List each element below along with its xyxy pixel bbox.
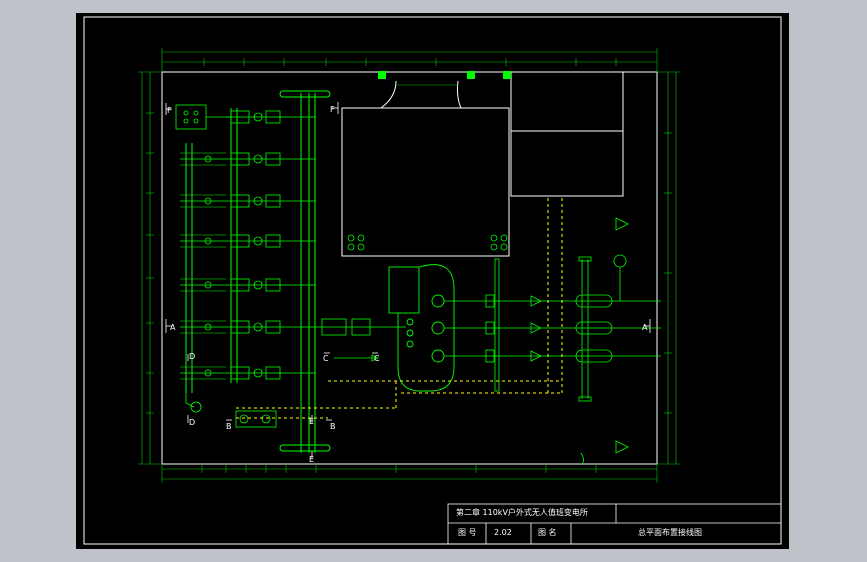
bay-4 bbox=[180, 234, 316, 248]
station-transformer bbox=[175, 104, 231, 130]
section-label-c-right: C bbox=[374, 354, 380, 363]
feeder-bays bbox=[180, 110, 406, 380]
title-block bbox=[447, 503, 782, 545]
section-label-f-right: F bbox=[330, 105, 335, 114]
section-label-b-left: B bbox=[226, 422, 232, 431]
title-block-drawing-no-label: 图 号 bbox=[458, 528, 477, 537]
main-transformer bbox=[388, 264, 455, 392]
title-block-drawing-no: 2.02 bbox=[494, 528, 512, 537]
bay-2 bbox=[180, 152, 316, 166]
bay-7 bbox=[180, 366, 316, 380]
title-block-drawing-name-label: 图 名 bbox=[538, 528, 557, 537]
bottom-apparatus bbox=[185, 393, 277, 428]
section-markers bbox=[165, 102, 651, 459]
section-label-e-top: E bbox=[309, 417, 314, 426]
section-label-b-right: B bbox=[330, 422, 336, 431]
drawing-sheet: F F A A D D C C B B E E 第二章 110kV户外式无人值班… bbox=[76, 13, 789, 549]
section-label-d-bottom: D bbox=[189, 418, 195, 427]
section-label-a-right: A bbox=[642, 323, 648, 332]
section-label-f-left: F bbox=[167, 106, 172, 115]
section-marker-labels: F F A A D D C C B B E E bbox=[167, 105, 648, 464]
section-label-a-left: A bbox=[170, 323, 176, 332]
control-building bbox=[341, 71, 624, 257]
title-block-drawing-name: 总平面布置接线图 bbox=[638, 528, 702, 537]
building-markers bbox=[378, 71, 511, 79]
c-link bbox=[334, 354, 379, 362]
bay-3 bbox=[180, 194, 316, 208]
section-label-c-left: C bbox=[323, 354, 329, 363]
cad-drawing: F F A A D D C C B B E E bbox=[83, 16, 782, 545]
bay-left-ties bbox=[180, 152, 226, 380]
bay-5 bbox=[180, 278, 316, 292]
bay-6 bbox=[180, 318, 406, 336]
top-dimensions bbox=[161, 48, 658, 72]
section-label-d-top: D bbox=[189, 352, 195, 361]
bus-bars bbox=[185, 90, 331, 453]
bottom-dimensions bbox=[161, 464, 658, 483]
building-ground-symbols bbox=[347, 234, 508, 251]
outgoing-lines bbox=[444, 217, 661, 466]
left-dimensions bbox=[138, 71, 162, 465]
section-label-e-bottom: E bbox=[309, 455, 314, 464]
drawing-frame bbox=[83, 16, 782, 545]
title-block-project-title: 第二章 110kV户外式无人值班变电所 bbox=[456, 508, 588, 517]
cable-trenches bbox=[236, 198, 563, 419]
bay-1 bbox=[226, 110, 316, 124]
site-boundary bbox=[161, 71, 658, 465]
right-dimensions bbox=[657, 71, 680, 465]
